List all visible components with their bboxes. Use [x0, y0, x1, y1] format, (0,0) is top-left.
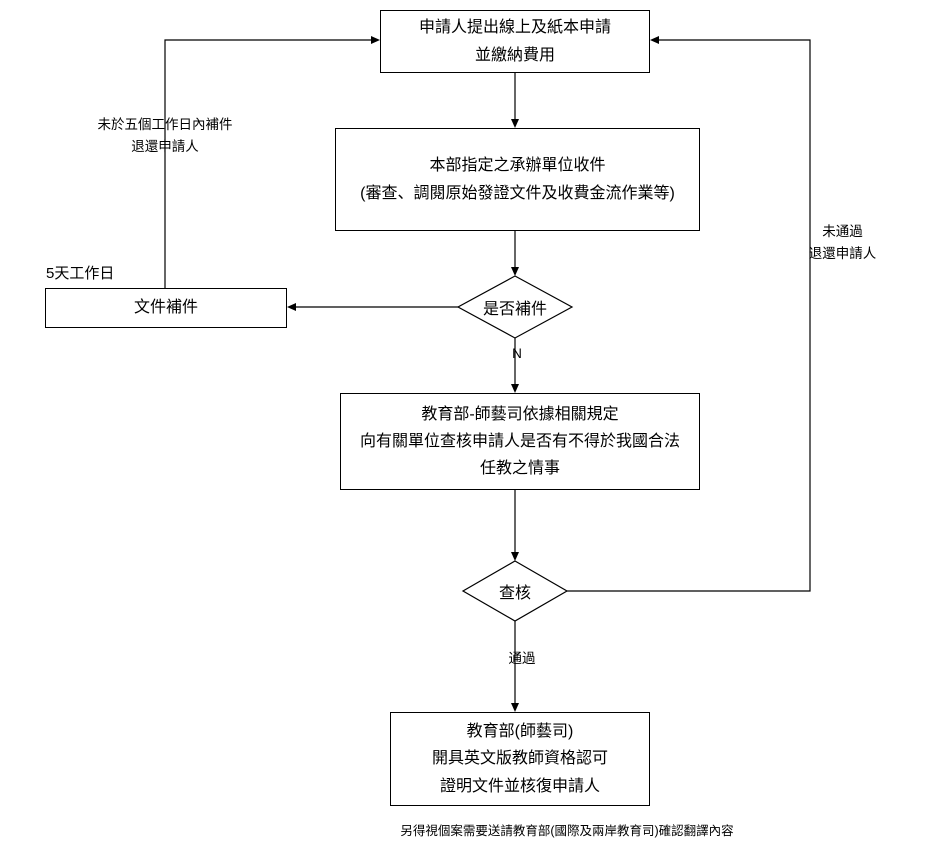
not-passed-return-label: 未通過 退還申請人	[808, 224, 877, 261]
decision2-diamond	[461, 560, 569, 622]
connector-supplement-to-apply	[164, 39, 371, 288]
no-supplement-return-label: 未於五個工作日內補件 退還申請人	[97, 117, 233, 154]
supplement-box: 文件補件	[45, 288, 287, 328]
decision2-label: 查核	[498, 585, 531, 602]
footnote-text: 另得視個案需要送請教育部(國際及兩岸教育司)確認翻譯內容	[400, 824, 734, 838]
decision1-label: 是否補件	[482, 301, 547, 318]
verify-box: 教育部-師藝司依據相關規定 向有關單位查核申請人是否有不得於我國合法 任教之情事	[340, 393, 700, 490]
arrowhead-into-verify	[511, 384, 519, 393]
apply-box: 申請人提出線上及紙本申請 並繳納費用	[380, 10, 650, 73]
issue-box: 教育部(師藝司) 開具英文版教師資格認可 證明文件並核復申請人	[390, 712, 650, 806]
five-working-days-label: 5天工作日	[46, 265, 115, 282]
connector-decision2-to-apply	[567, 39, 811, 592]
arrowhead-into-issue	[511, 703, 519, 712]
receive-box: 本部指定之承辦單位收件 (審查、調閱原始發證文件及收費金流作業等)	[335, 128, 700, 231]
arrowhead-into-supplement	[287, 303, 296, 311]
decision1-diamond	[456, 275, 574, 339]
arrowhead-into-decision2	[511, 552, 519, 561]
arrowhead-into-receive	[511, 119, 519, 128]
arrowhead-into-apply-left	[371, 36, 380, 44]
passed-branch-label: 通過	[508, 651, 536, 666]
no-branch-label: N	[512, 346, 522, 361]
arrowhead-into-apply-right	[650, 36, 659, 44]
arrowhead-into-decision1	[511, 267, 519, 276]
